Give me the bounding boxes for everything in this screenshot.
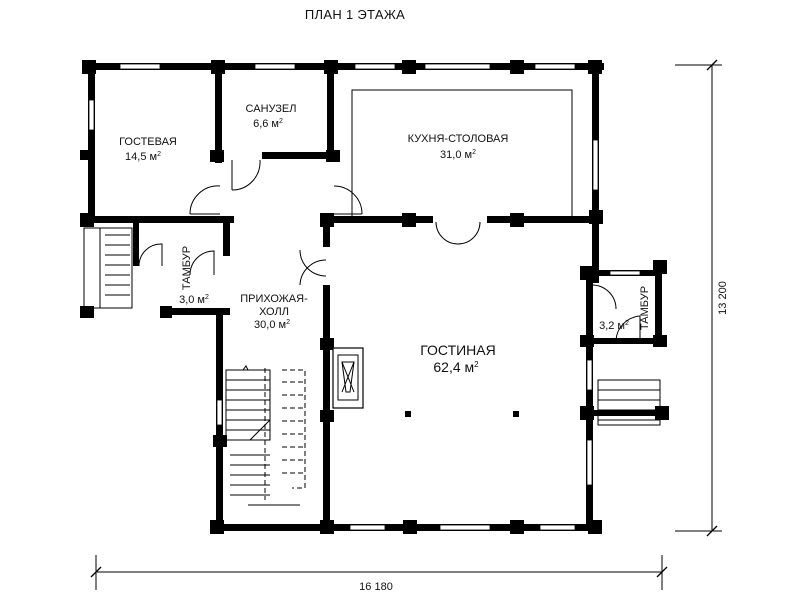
log-ends <box>80 60 669 534</box>
room-area: 3,0 м2 <box>179 294 209 306</box>
room-name-line1: ПРИХОЖАЯ- <box>240 293 308 305</box>
room-sanuzel: САНУЗЕЛ 6,6 м2 <box>246 103 297 130</box>
room-name: ТАМБУР <box>639 286 651 330</box>
width-label: 16 180 <box>359 581 393 593</box>
room-name: КУХНЯ-СТОЛОВАЯ <box>408 133 509 145</box>
main-staircase <box>225 365 300 506</box>
windows <box>88 63 641 531</box>
room-tambur-left: ТАМБУР 3,0 м2 <box>179 246 209 306</box>
kitchen-counter <box>351 89 573 216</box>
living-columns <box>405 411 519 417</box>
height-label: 13 200 <box>717 281 729 315</box>
plan-title: ПЛАН 1 ЭТАЖА <box>305 7 405 22</box>
room-name: ГОСТЕВАЯ <box>119 136 177 148</box>
room-tambur-right: ТАМБУР 3,2 м2 <box>599 286 651 332</box>
room-gostinaya: ГОСТИНАЯ 62,4 м2 <box>420 342 496 375</box>
right-porch-stairs <box>597 379 661 426</box>
room-area: 6,6 м2 <box>253 118 283 130</box>
left-porch-stairs <box>83 227 133 309</box>
doors <box>138 159 641 341</box>
upper-stair-outline <box>264 368 306 500</box>
room-name: ТАМБУР <box>181 246 193 290</box>
room-area: 31,0 м2 <box>440 149 476 161</box>
room-prikhozhaya: ПРИХОЖАЯ- ХОЛЛ 30,0 м2 <box>240 293 308 331</box>
room-area: 3,2 м2 <box>599 320 629 332</box>
room-area: 14,5 м2 <box>125 151 161 163</box>
upper-stair-steps <box>282 381 305 474</box>
room-gostevaya: ГОСТЕВАЯ 14,5 м2 <box>119 136 177 163</box>
dimension-width: 16 180 <box>90 555 668 593</box>
room-area: 62,4 м2 <box>433 359 479 375</box>
room-name: САНУЗЕЛ <box>246 103 297 115</box>
room-kukhnya: КУХНЯ-СТОЛОВАЯ 31,0 м2 <box>408 133 509 161</box>
walls <box>84 63 666 531</box>
room-name-line2: ХОЛЛ <box>259 306 289 318</box>
fireplace <box>332 347 364 409</box>
room-area: 30,0 м2 <box>254 319 290 331</box>
dimension-height: 13 200 <box>675 59 729 537</box>
room-name: ГОСТИНАЯ <box>420 342 496 358</box>
